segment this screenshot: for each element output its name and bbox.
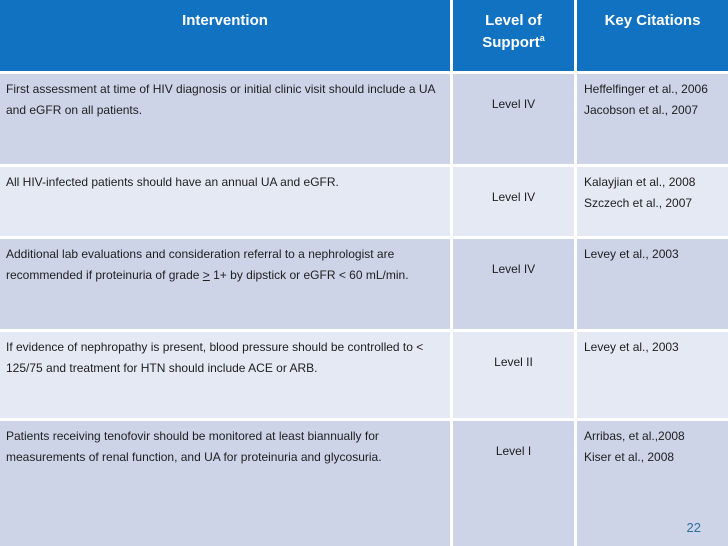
level-cell: Level IV xyxy=(453,167,574,236)
intervention-cell: If evidence of nephropathy is present, b… xyxy=(0,332,450,418)
level-cell: Level I xyxy=(453,421,574,546)
citations-cell: Kalayjian et al., 2008 Szczech et al., 2… xyxy=(577,167,728,236)
intervention-text: Patients receiving tenofovir should be m… xyxy=(6,429,382,464)
slide-page-number: 22 xyxy=(686,520,701,535)
level-cell: Level II xyxy=(453,332,574,418)
header-cell-key-citations: Key Citations xyxy=(577,0,728,71)
intervention-cell: All HIV-infected patients should have an… xyxy=(0,167,450,236)
citations-cell: Levey et al., 2003 xyxy=(577,332,728,418)
footnote-marker: a xyxy=(539,33,545,43)
level-cell: Level IV xyxy=(453,74,574,164)
intervention-text: If evidence of nephropathy is present, b… xyxy=(6,340,424,375)
intervention-cell: First assessment at time of HIV diagnosi… xyxy=(0,74,450,164)
header-cell-intervention: Intervention xyxy=(0,0,450,71)
intervention-text: Additional lab evaluations and considera… xyxy=(6,247,395,282)
header-level-line1: Level of xyxy=(485,12,542,29)
intervention-cell: Additional lab evaluations and considera… xyxy=(0,239,450,329)
intervention-text: 1+ by dipstick or eGFR < 60 mL/min. xyxy=(209,268,409,282)
citations-cell: Heffelfinger et al., 2006 Jacobson et al… xyxy=(577,74,728,164)
intervention-cell: Patients receiving tenofovir should be m… xyxy=(0,421,450,546)
header-citations-label: Key Citations xyxy=(604,12,701,29)
header-cell-level-of-support: Level of Supporta xyxy=(453,0,574,71)
underlined-gte-symbol: > xyxy=(202,268,210,282)
level-cell: Level IV xyxy=(453,239,574,329)
citations-cell: Levey et al., 2003 xyxy=(577,239,728,329)
citations-cell: Arribas, et al.,2008 Kiser et al., 2008 xyxy=(577,421,728,546)
intervention-text: All HIV-infected patients should have an… xyxy=(6,175,339,189)
intervention-text: First assessment at time of HIV diagnosi… xyxy=(6,82,435,117)
header-level-line2: Supporta xyxy=(482,33,545,52)
header-intervention-label: Intervention xyxy=(182,12,268,29)
